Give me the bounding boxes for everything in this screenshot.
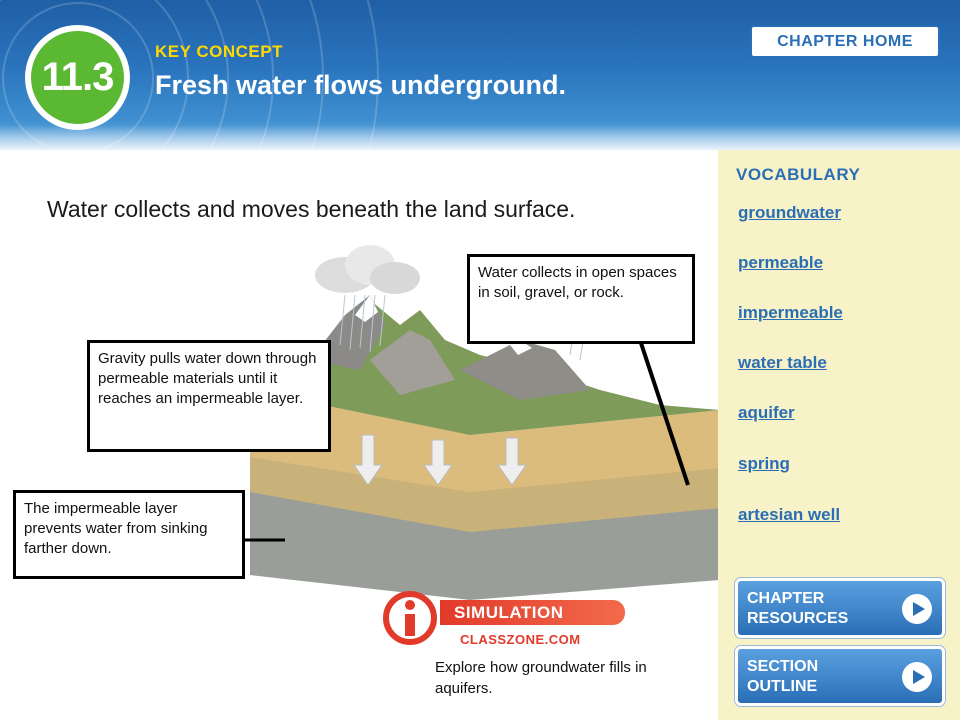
section-number: 11.3 <box>31 31 124 124</box>
ripple-decoration <box>0 0 379 150</box>
section-outline-label: SECTION OUTLINE <box>747 658 819 695</box>
snow-cap <box>355 295 378 322</box>
page-title: Fresh water flows underground. <box>155 70 567 100</box>
down-arrow-icon <box>353 434 383 486</box>
simulation-link[interactable]: SIMULATION <box>440 600 625 625</box>
play-icon <box>902 662 932 692</box>
info-icon[interactable] <box>382 590 442 650</box>
callout-impermeable-layer: The impermeable layer prevents water fro… <box>13 490 245 579</box>
callout-open-spaces: Water collects in open spaces in soil, g… <box>467 254 695 344</box>
header-fade <box>0 125 960 150</box>
mountain-peak <box>460 340 590 400</box>
vocab-link-aquifer[interactable]: aquifer <box>738 403 795 422</box>
vocabulary-title: VOCABULARY <box>736 165 861 184</box>
groundwater-diagram <box>245 245 718 600</box>
section-outline-button[interactable]: SECTION OUTLINE <box>735 646 945 706</box>
chapter-home-button[interactable]: CHAPTER HOME <box>750 25 940 58</box>
vocab-link-permeable[interactable]: permeable <box>738 253 824 272</box>
vocab-link-groundwater[interactable]: groundwater <box>738 203 841 222</box>
down-arrow-icon <box>497 437 527 486</box>
callout-pointer-line <box>638 339 690 486</box>
cloud-icon <box>315 245 420 294</box>
vocab-link-spring[interactable]: spring <box>738 454 790 473</box>
classzone-url[interactable]: CLASSZONE.COM <box>460 632 581 647</box>
chapter-resources-label: CHAPTER RESOURCES <box>747 590 849 627</box>
subheading: Water collects and moves beneath the lan… <box>47 196 576 222</box>
chapter-resources-button[interactable]: CHAPTER RESOURCES <box>735 578 945 638</box>
callout-gravity: Gravity pulls water down through permeab… <box>87 340 331 452</box>
key-concept-label: KEY CONCEPT <box>155 42 283 61</box>
vocab-link-impermeable[interactable]: impermeable <box>738 303 843 322</box>
vocab-link-water-table[interactable]: water table <box>738 353 827 372</box>
play-icon <box>902 594 932 624</box>
simulation-description: Explore how groundwater fills in aquifer… <box>435 659 647 697</box>
down-arrow-icon <box>423 439 453 486</box>
mountain-peak <box>370 330 455 395</box>
vocab-link-artesian-well[interactable]: artesian well <box>738 505 841 524</box>
